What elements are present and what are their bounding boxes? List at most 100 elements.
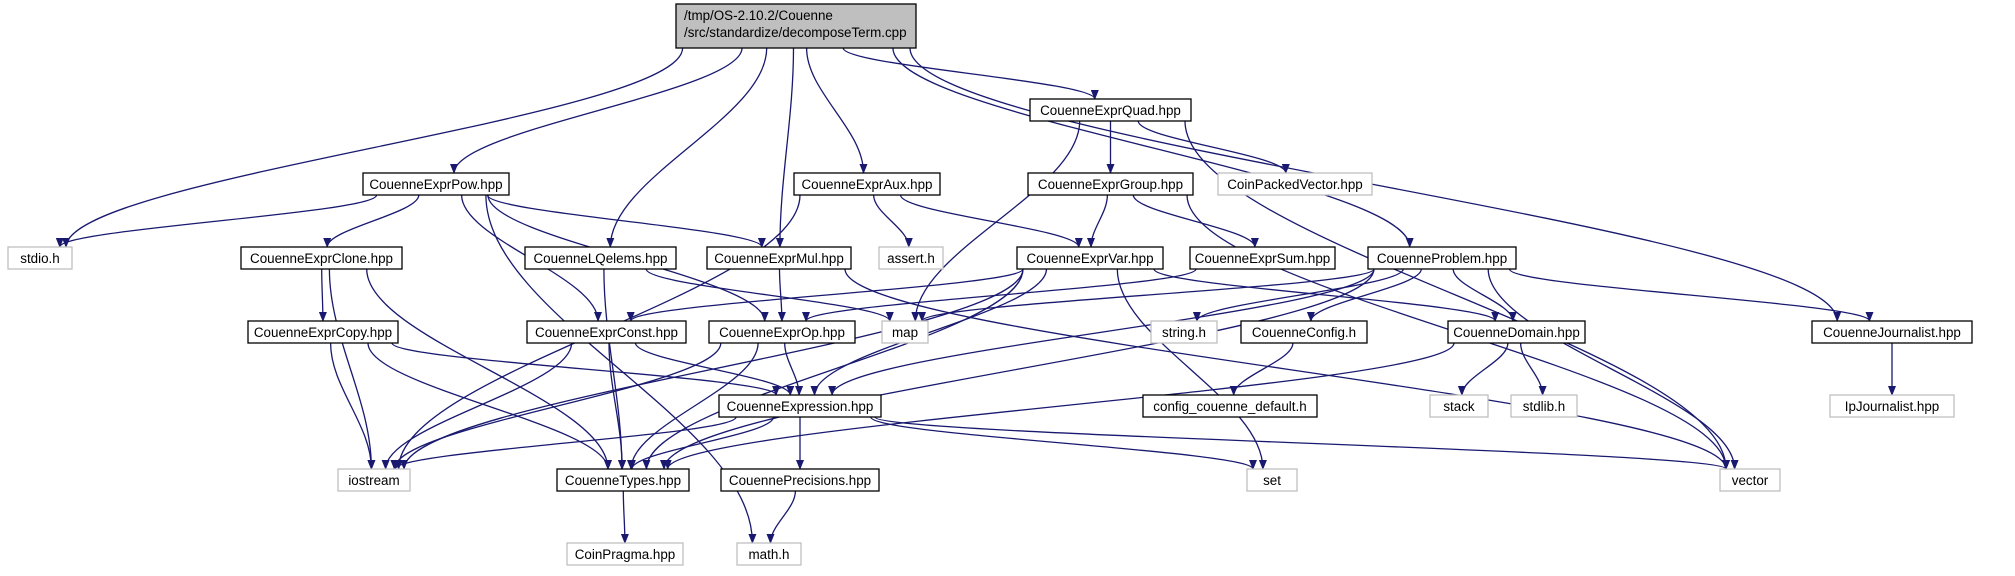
node-set-box (1246, 468, 1298, 492)
node-aux-box (793, 172, 941, 196)
node-const-box (526, 320, 687, 344)
node-problem-box (1367, 246, 1517, 270)
node-var-label: CouenneExprVar.hpp (1026, 251, 1153, 266)
node-lqelems[interactable]: CouenneLQelems.hpp (524, 246, 677, 270)
edge-const-to-expression (634, 342, 795, 396)
node-vector: vector (1719, 468, 1781, 492)
node-journalist[interactable]: CouenneJournalist.hpp (1811, 320, 1973, 344)
node-coinpragma: CoinPragma.hpp (566, 542, 684, 566)
edge-problem-to-journalist (1508, 268, 1874, 322)
node-vector-box (1719, 468, 1781, 492)
node-precisions-label: CouennePrecisions.hpp (729, 473, 871, 488)
edge-group-to-var (1087, 194, 1109, 248)
edge-pow-to-clone (323, 194, 420, 248)
edge-root-to-aux (805, 47, 868, 174)
node-domain-label: CouenneDomain.hpp (1453, 325, 1580, 340)
node-quad-label: CouenneExprQuad.hpp (1040, 103, 1181, 118)
node-layer: /tmp/OS-2.10.2/Couenne/src/standardize/d… (7, 3, 1973, 566)
edge-problem-to-vector (1487, 268, 1739, 470)
node-configdef-box (1142, 394, 1318, 418)
node-const-label: CouenneExprConst.hpp (535, 325, 678, 340)
node-mul-label: CouenneExprMul.hpp (714, 251, 844, 266)
node-var-box (1016, 246, 1164, 270)
node-journalist-label: CouenneJournalist.hpp (1823, 325, 1961, 340)
edge-precisions-to-math (766, 490, 797, 544)
node-root-box (675, 3, 917, 49)
node-precisions[interactable]: CouennePrecisions.hpp (720, 468, 880, 492)
node-vector-label: vector (1732, 473, 1769, 488)
node-mul[interactable]: CouenneExprMul.hpp (706, 246, 852, 270)
node-iostream: iostream (337, 468, 411, 492)
edge-problem-to-string (1193, 268, 1404, 322)
edge-pow-to-stdio (55, 194, 378, 248)
edge-root-to-lqelems (606, 47, 768, 248)
edge-var-to-expression (810, 268, 1048, 396)
node-problem[interactable]: CouenneProblem.hpp (1367, 246, 1517, 270)
node-config-label: CouenneConfig.h (1252, 325, 1356, 340)
node-op[interactable]: CouenneExprOp.hpp (708, 320, 856, 344)
node-set-label: set (1263, 473, 1281, 488)
node-stack-box (1429, 394, 1489, 418)
node-domain[interactable]: CouenneDomain.hpp (1447, 320, 1586, 344)
edge-types-to-coinpragma (620, 490, 629, 544)
node-root-label-0: /tmp/OS-2.10.2/Couenne (684, 8, 833, 23)
edge-expression-to-set (870, 416, 1257, 470)
node-copy[interactable]: CouenneExprCopy.hpp (247, 320, 399, 344)
edge-clone-to-iostream (328, 268, 376, 470)
edge-problem-to-config (1306, 268, 1422, 322)
edge-problem-to-expression (828, 268, 1375, 396)
node-sum[interactable]: CouenneExprSum.hpp (1189, 246, 1336, 270)
edge-layer (55, 47, 1896, 544)
node-expression-label: CouenneExpression.hpp (727, 399, 874, 414)
node-stdlib-label: stdlib.h (1523, 399, 1565, 414)
edge-expression-to-vector (874, 416, 1730, 470)
edge-sum-to-op (802, 268, 1197, 322)
node-math-label: math.h (749, 547, 790, 562)
edge-expression-to-types (627, 416, 775, 470)
node-coinpv: CoinPackedVector.hpp (1217, 172, 1373, 196)
node-clone-label: CouenneExprClone.hpp (250, 251, 393, 266)
edge-config-to-configdef (1229, 342, 1294, 396)
node-config[interactable]: CouenneConfig.h (1240, 320, 1368, 344)
node-group[interactable]: CouenneExprGroup.hpp (1027, 172, 1194, 196)
node-stack-label: stack (1443, 399, 1475, 414)
node-stack: stack (1429, 394, 1489, 418)
edge-pow-to-mul (486, 194, 766, 248)
node-string: string.h (1150, 320, 1218, 344)
node-clone[interactable]: CouenneExprClone.hpp (240, 246, 403, 270)
node-assert-box (878, 246, 944, 270)
edge-lqelems-to-map (645, 268, 894, 322)
edge-domain-to-stdlib (1519, 342, 1547, 396)
node-lqelems-label: CouenneLQelems.hpp (534, 251, 668, 266)
node-quad[interactable]: CouenneExprQuad.hpp (1029, 98, 1192, 122)
node-root[interactable]: /tmp/OS-2.10.2/Couenne/src/standardize/d… (675, 3, 917, 49)
node-stdio: stdio.h (7, 246, 73, 270)
node-aux-label: CouenneExprAux.hpp (801, 177, 932, 192)
node-types-box (556, 468, 690, 492)
node-const[interactable]: CouenneExprConst.hpp (526, 320, 687, 344)
edge-group-to-sum (1132, 194, 1259, 248)
edge-domain-to-stack (1457, 342, 1509, 396)
node-aux[interactable]: CouenneExprAux.hpp (793, 172, 941, 196)
node-op-box (708, 320, 856, 344)
node-pow[interactable]: CouenneExprPow.hpp (362, 172, 510, 196)
node-coinpragma-box (566, 542, 684, 566)
edge-quad-to-map (911, 120, 1081, 322)
node-expression[interactable]: CouenneExpression.hpp (718, 394, 882, 418)
edge-root-to-pow (450, 47, 743, 174)
edge-const-to-types (608, 342, 627, 470)
edge-problem-to-types (660, 268, 1375, 470)
node-coinpv-box (1217, 172, 1373, 196)
node-ipj: IpJournalist.hpp (1829, 394, 1955, 418)
node-var[interactable]: CouenneExprVar.hpp (1016, 246, 1164, 270)
node-op-label: CouenneExprOp.hpp (719, 325, 845, 340)
edge-mul-to-vector (844, 268, 1730, 470)
edge-clone-to-copy (318, 268, 327, 322)
node-lqelems-box (524, 246, 677, 270)
node-types[interactable]: CouenneTypes.hpp (556, 468, 690, 492)
node-configdef[interactable]: config_couenne_default.h (1142, 394, 1318, 418)
node-group-box (1027, 172, 1194, 196)
node-iostream-label: iostream (348, 473, 399, 488)
edge-copy-to-expression (391, 342, 780, 396)
node-ipj-box (1829, 394, 1955, 418)
